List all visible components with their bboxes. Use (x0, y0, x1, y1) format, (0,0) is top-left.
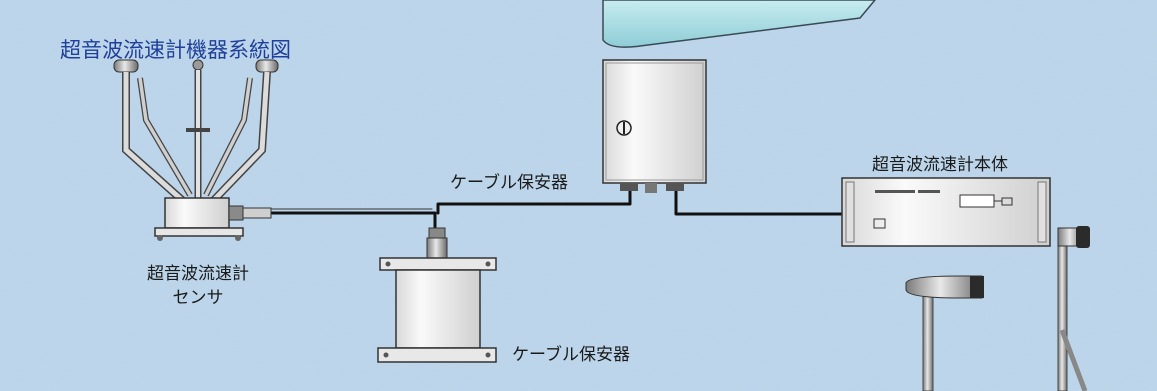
sensor-label: 超音波流速計 センサ (130, 262, 266, 310)
probe-right (1057, 226, 1090, 391)
cable-box-to-main-unit (674, 188, 844, 216)
cable-sensor-to-protector (268, 211, 437, 230)
cable-protector-to-box (436, 188, 632, 215)
sensor-label-line2: センサ (172, 288, 224, 308)
cables (268, 188, 844, 230)
probe-left (905, 275, 984, 391)
main-unit (841, 177, 1051, 247)
upper-cable-protector (602, 59, 707, 193)
diagram-title: 超音波流速計機器系統図 (60, 38, 291, 62)
sensor-device (113, 59, 279, 241)
top-panel (602, 0, 876, 48)
main-unit-label: 超音波流速計本体 (872, 155, 1008, 175)
lower-cable-protector (377, 227, 497, 363)
lower-cable-protector-label: ケーブル保安器 (512, 345, 630, 365)
sensor-label-line1: 超音波流速計 (147, 264, 249, 284)
upper-cable-protector-label: ケーブル保安器 (450, 173, 568, 193)
